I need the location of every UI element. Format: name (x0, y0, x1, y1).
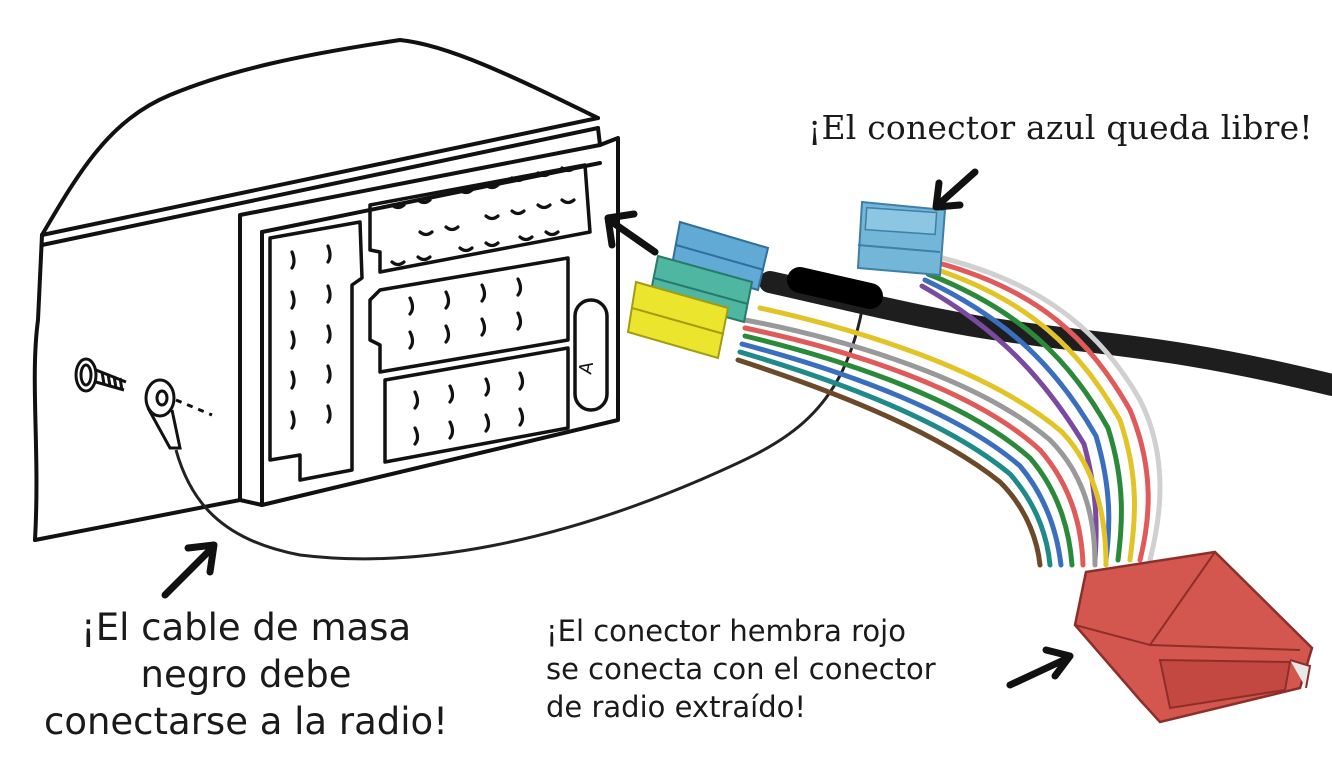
caption-ground-line-3: conectarse a la radio! (43, 700, 448, 743)
yellow-connector (626, 280, 730, 360)
ground-cable (174, 309, 864, 561)
caption-red-line-1: ¡El conector hembra rojo (546, 614, 906, 648)
blue-connector (670, 220, 770, 292)
wire-bundle-lower (735, 305, 1109, 568)
arrow-icon (161, 168, 1074, 689)
caption-ground-line-2: negro debe (140, 653, 352, 696)
wire-bundle-upper (919, 252, 1163, 563)
caption-red-connector: ¡El conector hembra rojo se conecta con … (546, 612, 936, 726)
radio-unit (32, 38, 620, 542)
caption-red-line-3: de radio extraído! (546, 690, 806, 724)
caption-blue-connector: ¡El conector azul queda libre! (808, 108, 1313, 147)
socket-pins (290, 166, 576, 446)
caption-ground-line-1: ¡El cable de masa (80, 606, 412, 649)
red-connector (1073, 550, 1314, 724)
caption-red-line-2: se conecta con el conector (546, 652, 936, 686)
teal-connector (648, 254, 754, 324)
socket-label-a: A (575, 359, 598, 375)
screw-icon (74, 357, 127, 393)
caption-ground-cable: ¡El cable de masa negro debe conectarse … (6, 604, 486, 745)
blue-free-connector (856, 200, 947, 277)
ring-terminal-icon (144, 378, 213, 450)
radio-socket (268, 163, 609, 482)
